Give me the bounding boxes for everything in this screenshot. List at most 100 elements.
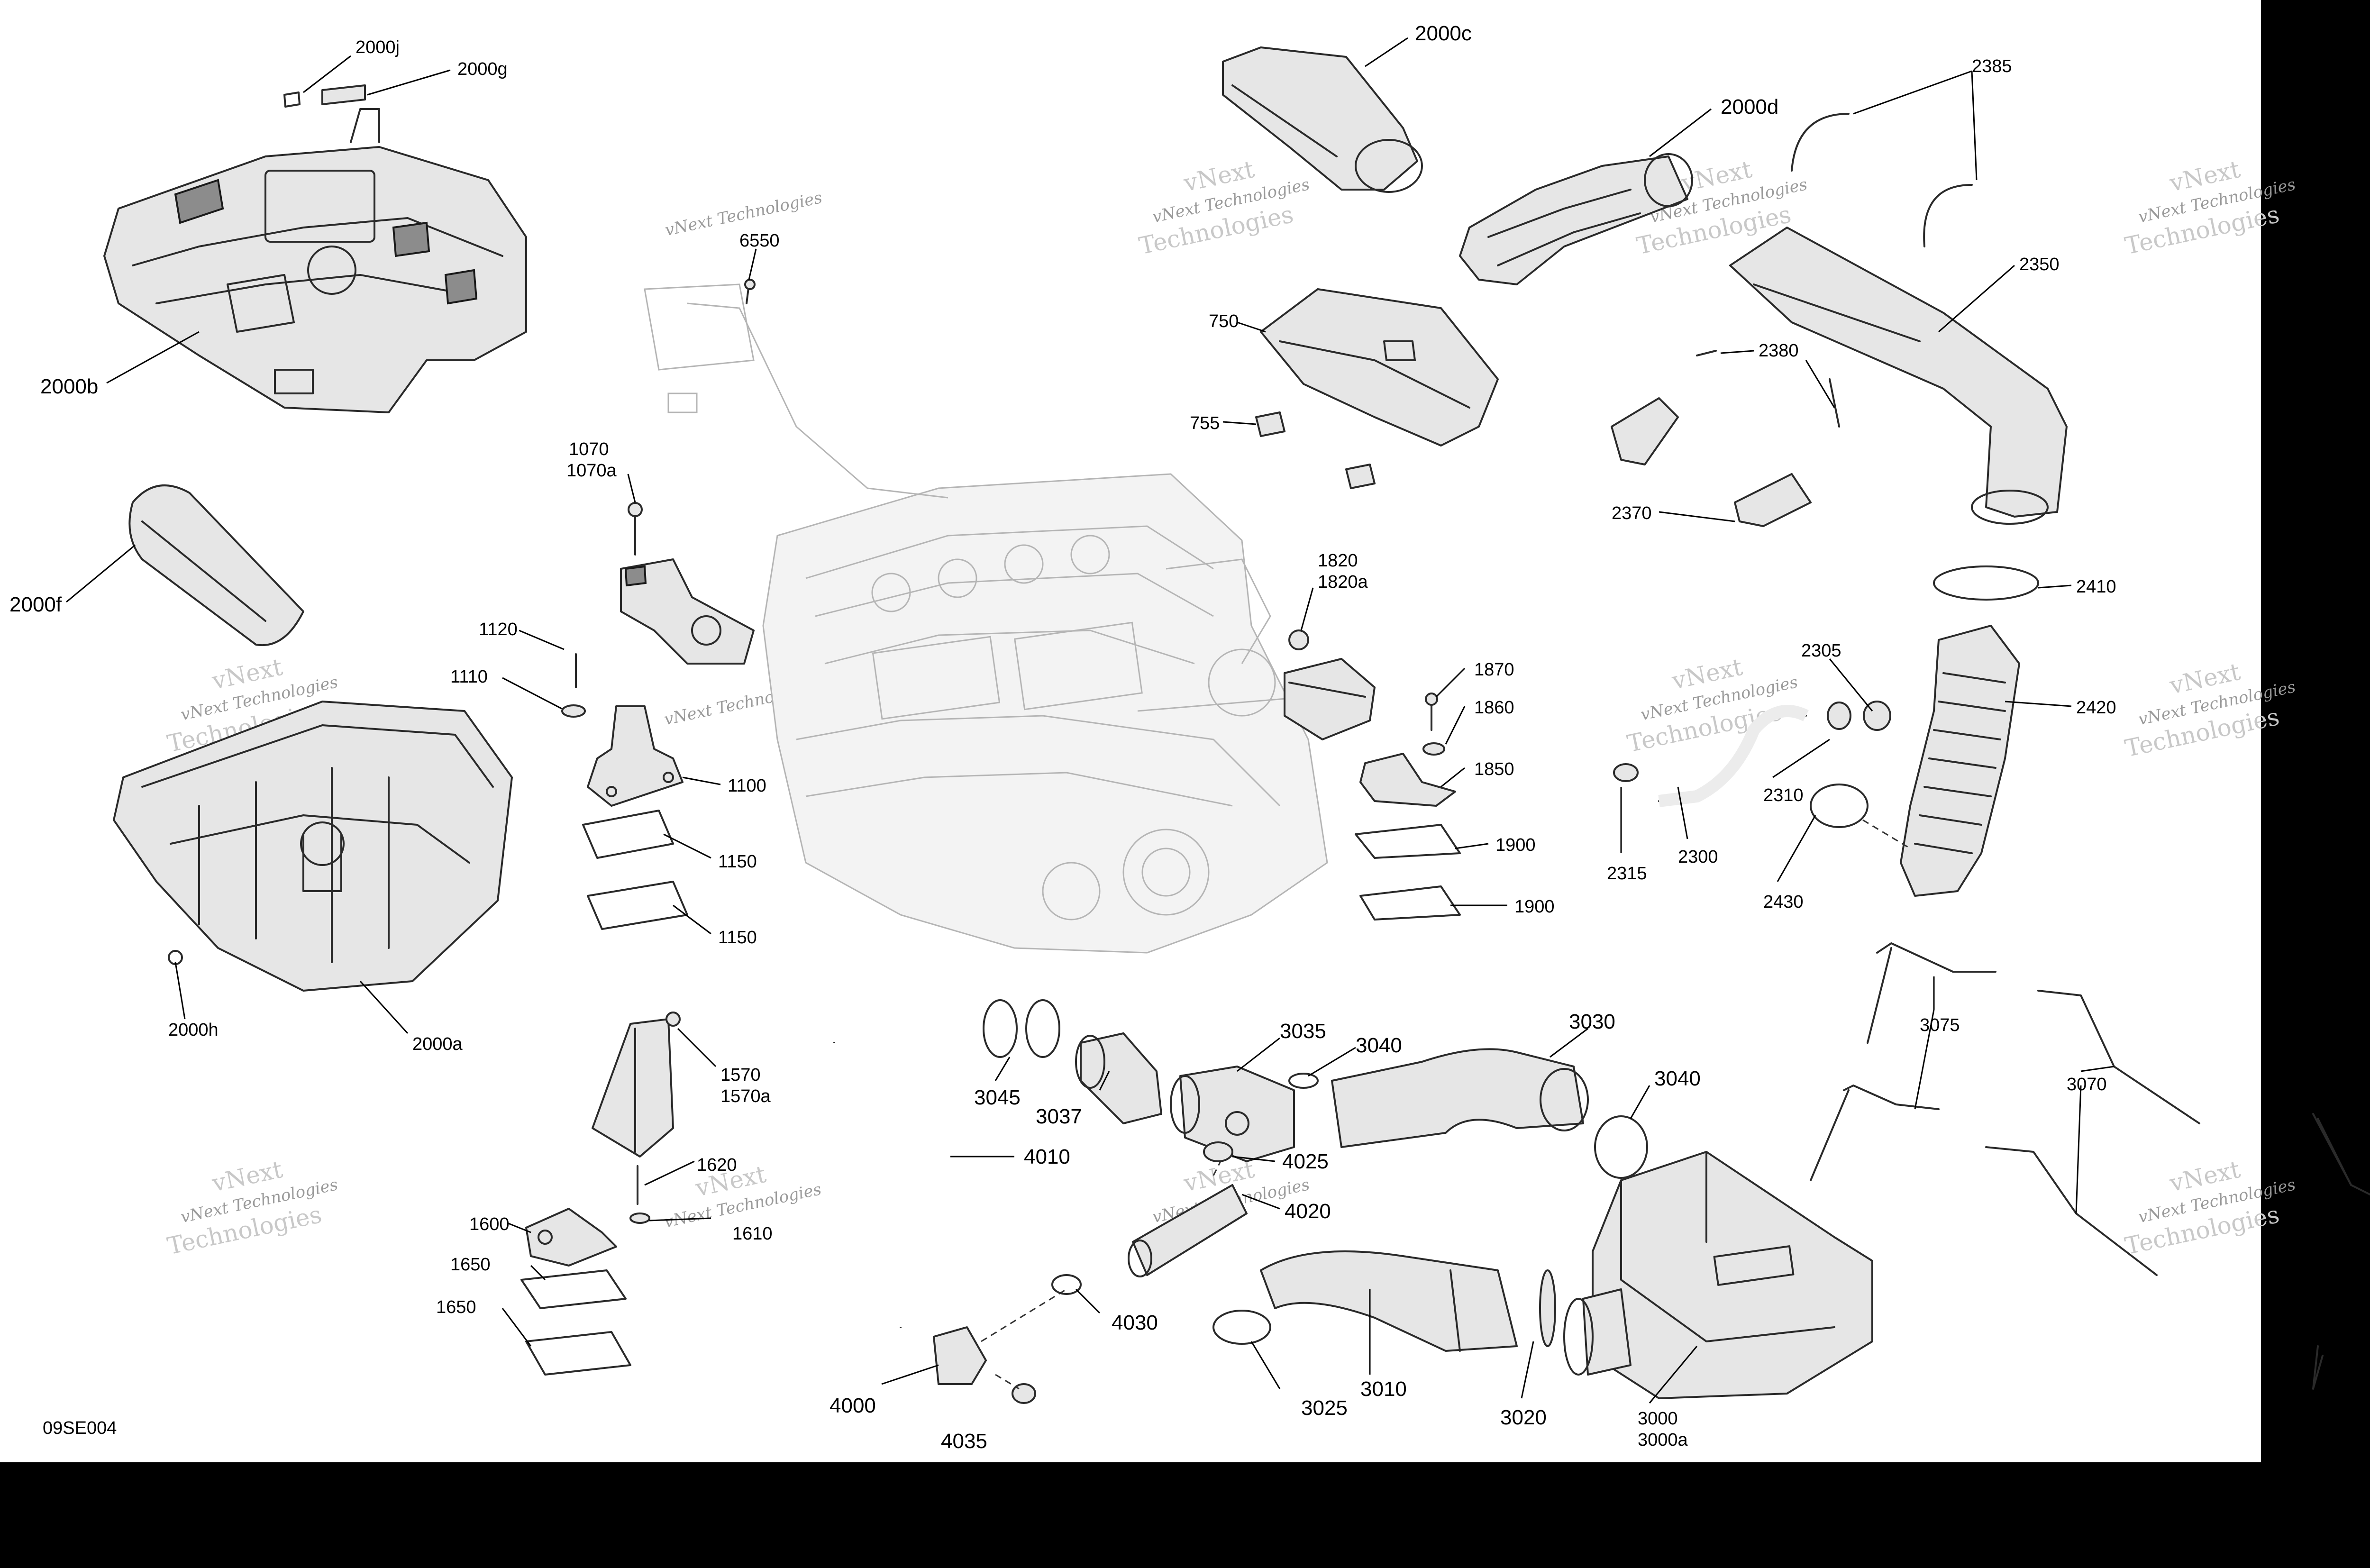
callout-3035: 3035 — [1280, 1020, 1326, 1043]
callout-3070: 3070 — [2067, 1075, 2107, 1094]
callout-3037: 3037 — [1036, 1105, 1082, 1128]
adapter-3035 — [1170, 1066, 1295, 1162]
callout-2000f: 2000f — [9, 593, 62, 616]
hose-4010 — [833, 1042, 954, 1328]
offsheet-fragment — [2312, 1113, 2370, 1390]
callout-2000j: 2000j — [356, 37, 400, 57]
callout-3030: 3030 — [1569, 1010, 1615, 1033]
callout-1870: 1870 — [1474, 660, 1514, 680]
callout-2000h: 2000h — [168, 1020, 219, 1040]
callout-1600: 1600 — [469, 1214, 510, 1234]
callout-1820a: 1820a — [1318, 572, 1368, 592]
duct-2000c — [1222, 46, 1423, 193]
bellows-2420 — [1900, 625, 2020, 897]
clamp-3040a — [1288, 1073, 1319, 1089]
callout-2300: 2300 — [1678, 847, 1718, 867]
callout-1070: 1070 — [569, 439, 609, 459]
callout-1650-a: 1650 — [450, 1255, 491, 1275]
brackets-2370 — [1611, 350, 1840, 527]
callout-2305: 2305 — [1801, 641, 1841, 661]
bracket-1820 — [1284, 629, 1376, 740]
engine-mount-1850 — [1355, 693, 1461, 921]
callout-2000a: 2000a — [412, 1034, 463, 1054]
airbox-cover-2000b — [103, 84, 527, 413]
callout-3025: 3025 — [1301, 1396, 1348, 1420]
callout-4010: 4010 — [1024, 1145, 1070, 1168]
duct-3030 — [1331, 1048, 1589, 1148]
callout-3010: 3010 — [1360, 1377, 1407, 1401]
callout-1620: 1620 — [697, 1155, 737, 1175]
diagram-code: 09SE004 — [43, 1418, 117, 1438]
callout-3000: 3000 — [1638, 1409, 1678, 1429]
engine-mount-1600 — [520, 1012, 681, 1376]
clamps-3045 — [983, 999, 1060, 1058]
duct-2350 — [1729, 227, 2068, 525]
callout-3045: 3045 — [974, 1086, 1021, 1109]
ecu-6550 — [744, 279, 756, 304]
callout-3040-a: 3040 — [1356, 1034, 1402, 1057]
heat-shield-750 — [1260, 288, 1499, 447]
clamp-4035 — [995, 1374, 1036, 1404]
clamp-4025 — [1203, 1141, 1233, 1162]
callout-3040-b: 3040 — [1654, 1067, 1701, 1090]
callout-2000d: 2000d — [1721, 95, 1778, 119]
duct-2000d — [1459, 153, 1693, 285]
callout-3000a: 3000a — [1638, 1430, 1688, 1450]
callout-2385: 2385 — [1972, 56, 2012, 76]
pipe-3010 — [1260, 1250, 1518, 1352]
clamp-2410 — [1933, 565, 2039, 601]
callout-1860: 1860 — [1474, 698, 1514, 718]
callout-4035: 4035 — [941, 1430, 987, 1453]
callout-2000b: 2000b — [40, 375, 98, 398]
callout-1100: 1100 — [728, 776, 766, 796]
callout-1900-a: 1900 — [1495, 835, 1536, 855]
callout-3075: 3075 — [1920, 1015, 1960, 1035]
callout-2315: 2315 — [1607, 864, 1647, 884]
callout-2000g: 2000g — [457, 59, 508, 79]
callout-1110: 1110 — [450, 667, 488, 687]
hose-2300 — [1613, 701, 1891, 807]
callout-2430: 2430 — [1763, 892, 1804, 912]
clamp-3040b — [1594, 1115, 1648, 1179]
callout-3020: 3020 — [1500, 1406, 1547, 1429]
engine-block-ghost — [644, 283, 1328, 954]
callout-755: 755 — [1190, 413, 1220, 433]
clamp-4030 — [1051, 1274, 1082, 1295]
callout-4030: 4030 — [1112, 1311, 1158, 1334]
callout-2370: 2370 — [1612, 503, 1652, 523]
airbox-base-2000a — [113, 701, 513, 992]
engine-mount-1100 — [561, 653, 688, 930]
callout-1900-b: 1900 — [1514, 897, 1555, 917]
clamps-2385 — [1791, 113, 1973, 247]
sleeve-3037 — [1075, 1032, 1162, 1124]
callout-1120: 1120 — [479, 620, 518, 639]
leader-lines — [66, 37, 2115, 1404]
callout-4025: 4025 — [1282, 1150, 1329, 1173]
callout-750: 750 — [1209, 311, 1239, 331]
callout-2000c: 2000c — [1415, 22, 1472, 45]
callout-labels: 2000j 2000g 2000b 2000f 2000h 2000a 2000… — [9, 22, 2116, 1453]
callout-1150-a: 1150 — [718, 852, 757, 872]
callout-1570a: 1570a — [720, 1086, 771, 1106]
bracket-3075 — [1810, 942, 1996, 1181]
callout-1570: 1570 — [720, 1065, 761, 1085]
clamp-2430 — [1810, 784, 1911, 849]
callout-1820: 1820 — [1318, 551, 1358, 571]
callout-2420: 2420 — [2076, 698, 2116, 718]
callout-6550: 6550 — [739, 231, 780, 251]
clip-755 — [1255, 411, 1376, 489]
diagram-sheet: vNext vNext Technologies Technologies vN… — [0, 0, 2370, 1462]
gasket-3020 — [1539, 1269, 1556, 1347]
engine-mount-1070 — [620, 502, 755, 665]
callout-2310: 2310 — [1763, 785, 1804, 805]
valve-4000 — [933, 1288, 1067, 1385]
sleeve-2000f — [128, 484, 304, 647]
callout-2350: 2350 — [2019, 255, 2060, 274]
callout-1070a: 1070a — [566, 461, 617, 481]
intercooler-3000 — [1563, 1151, 1873, 1399]
callout-1610: 1610 — [732, 1224, 773, 1244]
callout-4020: 4020 — [1285, 1200, 1331, 1223]
callout-2380: 2380 — [1759, 341, 1799, 361]
